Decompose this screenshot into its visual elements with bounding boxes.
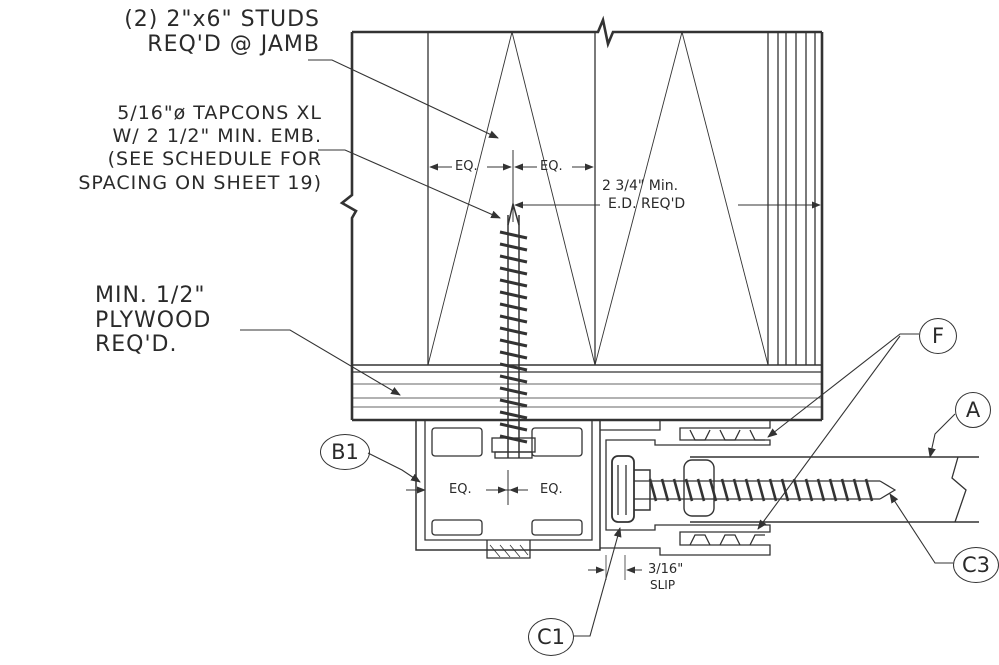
aluminum-subframe [415, 419, 771, 580]
eq-dimension-label: EQ. [449, 482, 472, 497]
plywood-layer [352, 364, 822, 408]
callout-bubble-c3: C3 [953, 547, 999, 583]
studs-note-line: (2) 2"x6" STUDS [124, 7, 320, 32]
callout-bubble-a: A [955, 392, 991, 428]
studs-note-line: REQ'D @ JAMB [147, 31, 320, 57]
frame-screw [611, 455, 897, 523]
tapcon-note: 5/16"ø TAPCONS XL W/ 2 1/2" MIN. EMB. (S… [4, 102, 322, 195]
edge-distance-label: E.D. REQ'D [608, 196, 686, 212]
eq-dimension-label: EQ. [455, 159, 478, 174]
plywood-note-line: PLYWOOD [95, 307, 212, 333]
plywood-note-line: MIN. 1/2" [95, 283, 206, 308]
eq-dimension-label: EQ. [540, 159, 563, 174]
tapcon-note-line: (SEE SCHEDULE FOR [107, 148, 322, 171]
callout-leaders [240, 59, 956, 637]
callout-bubble-c1: C1 [528, 618, 574, 656]
slip-dimension-label: SLIP [650, 578, 676, 592]
tapcon-note-line: SPACING ON SHEET 19) [78, 171, 322, 194]
wood-stud-wall [339, 15, 824, 422]
plywood-note: MIN. 1/2" PLYWOOD REQ'D. [95, 283, 212, 358]
callout-bubble-b1: B1 [320, 434, 370, 470]
plywood-note-line: REQ'D. [95, 332, 178, 358]
frame-member [690, 456, 979, 523]
eq-dimension-label: EQ. [540, 482, 563, 497]
callout-bubble-f: F [919, 318, 957, 354]
tapcon-note-line: 5/16"ø TAPCONS XL [117, 102, 322, 124]
studs-note: (2) 2"x6" STUDS REQ'D @ JAMB [52, 7, 320, 57]
tapcon-note-line: W/ 2 1/2" MIN. EMB. [112, 125, 322, 148]
edge-distance-label: 2 3/4" Min. [602, 178, 679, 194]
dimension-lines [406, 150, 821, 574]
jamb-anchorage-detail-drawing [240, 15, 979, 637]
slip-dimension-label: 3/16" [648, 562, 684, 577]
